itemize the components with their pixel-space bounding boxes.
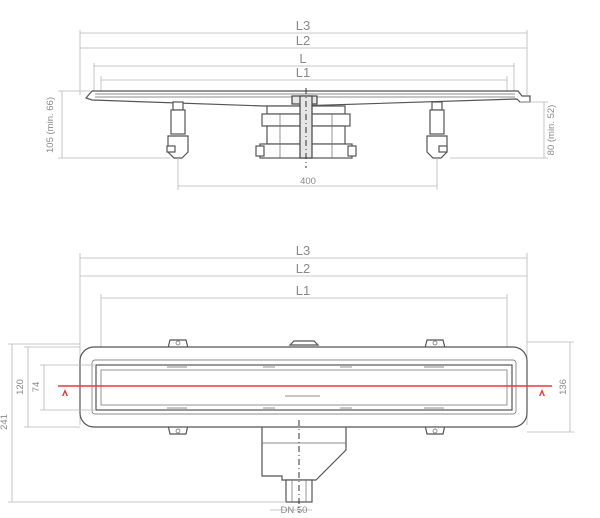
dim-right-width: 136 (527, 341, 574, 433)
right-adjustable-foot (426, 101, 448, 159)
dim-label-l1: L1 (296, 65, 310, 80)
dim-label-spacing: 400 (300, 176, 316, 187)
dim-label-inner-width: 74 (31, 382, 42, 393)
channel-body-top (79, 346, 528, 428)
section-line-a (58, 385, 552, 396)
dim-outer-width: 120 (15, 346, 80, 428)
dim-label-l3: L3 (296, 18, 310, 33)
dim-l3-side: L3 (79, 18, 528, 95)
dim-l1-side: L1 (100, 65, 508, 92)
dim-l-side: L (93, 51, 515, 92)
side-view: L3 L2 L L1 (45, 18, 557, 190)
dim-l1-top: L1 (100, 283, 508, 355)
dim-l2-top: L2 (80, 261, 527, 277)
dim-label-l3-top: L3 (296, 243, 310, 258)
dim-label-l2-top: L2 (296, 261, 310, 276)
top-view: L3 L2 L1 (0, 243, 574, 516)
dim-height-right: 80 (min. 52) (450, 101, 557, 159)
dim-label-right-width: 136 (558, 379, 569, 395)
dim-label-outer-width: 120 (15, 379, 26, 395)
dim-l2-side: L2 (80, 33, 527, 49)
dim-label-l2: L2 (296, 33, 310, 48)
dim-inner-width: 74 (31, 364, 96, 411)
dim-height-left: 105 (min. 66) (45, 90, 170, 159)
dim-label-l: L (299, 51, 306, 66)
dim-total-width: 241 (0, 343, 286, 503)
dim-label-height-right: 80 (min. 52) (546, 105, 557, 156)
dim-label-total-width: 241 (0, 414, 10, 430)
dim-foot-spacing: 400 (177, 158, 438, 190)
dim-label-outlet: DN 50 (281, 505, 308, 516)
dim-label-height-left: 105 (min. 66) (45, 97, 56, 153)
left-adjustable-foot (166, 101, 189, 159)
dim-outlet: DN 50 (270, 505, 312, 516)
dim-label-l1-top: L1 (296, 283, 310, 298)
